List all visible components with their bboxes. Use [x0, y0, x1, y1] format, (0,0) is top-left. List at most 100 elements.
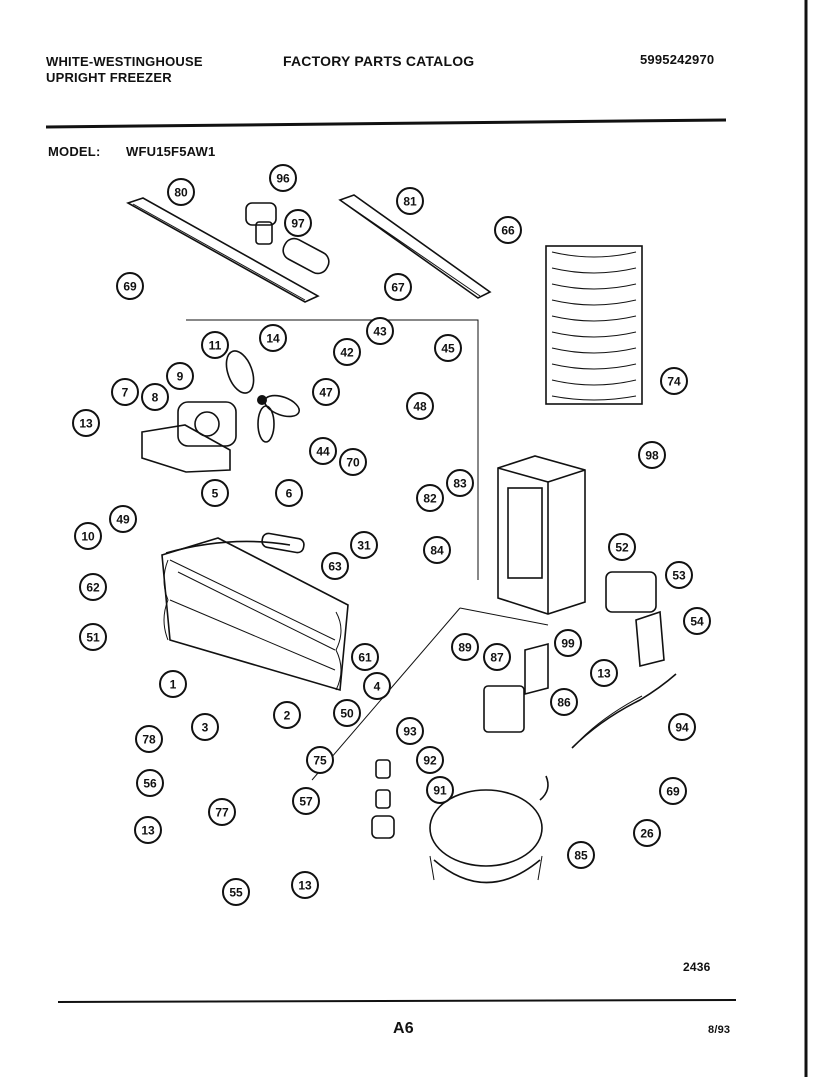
catalog-number: 5995242970	[640, 52, 715, 67]
fan-blade-11	[225, 350, 300, 443]
callout-label: 63	[328, 560, 342, 574]
callout-label: 1	[170, 678, 177, 692]
callout-label: 83	[453, 477, 467, 491]
callout-label: 13	[298, 879, 312, 893]
callout-label: 91	[433, 784, 447, 798]
callout-7: 7	[111, 378, 139, 406]
callout-98: 98	[638, 441, 666, 469]
callout-label: 13	[79, 417, 93, 431]
callout-96: 96	[269, 164, 297, 192]
callout-53: 53	[665, 561, 693, 589]
callout-44: 44	[309, 437, 337, 465]
callout-label: 56	[143, 777, 157, 791]
callout-label: 54	[690, 615, 704, 629]
callout-label: 67	[391, 281, 405, 295]
callout-label: 87	[490, 651, 504, 665]
top-rail-81	[338, 194, 492, 299]
callout-26: 26	[633, 819, 661, 847]
callout-89: 89	[451, 633, 479, 661]
model-value: WFU15F5AW1	[126, 144, 216, 159]
callout-93: 93	[396, 717, 424, 745]
callout-label: 43	[373, 325, 387, 339]
callout-47: 47	[312, 378, 340, 406]
condenser-1	[161, 537, 349, 692]
model-label: MODEL:	[48, 144, 101, 159]
callout-8: 8	[141, 383, 169, 411]
defrost-timer-52	[605, 571, 657, 613]
callout-61: 61	[351, 643, 379, 671]
callout-label: 82	[423, 492, 437, 506]
callout-label: 89	[458, 641, 472, 655]
callout-2: 2	[273, 701, 301, 729]
callout-49: 49	[109, 505, 137, 533]
callout-43: 43	[366, 317, 394, 345]
light-socket-96	[245, 202, 277, 245]
callout-67: 67	[384, 273, 412, 301]
callout-69: 69	[116, 272, 144, 300]
callout-91: 91	[426, 776, 454, 804]
callout-52: 52	[608, 533, 636, 561]
callout-57: 57	[292, 787, 320, 815]
brand-line-2: UPRIGHT FREEZER	[46, 70, 172, 85]
callout-78: 78	[135, 725, 163, 753]
callout-label: 55	[229, 886, 243, 900]
bracket-53	[635, 610, 665, 668]
callout-55: 55	[222, 878, 250, 906]
callout-label: 10	[81, 530, 95, 544]
top-rail-80	[126, 197, 320, 303]
callout-48: 48	[406, 392, 434, 420]
callout-92: 92	[416, 746, 444, 774]
callout-45: 45	[434, 334, 462, 362]
callout-label: 86	[557, 696, 571, 710]
callout-9: 9	[166, 362, 194, 390]
callout-label: 93	[403, 725, 417, 739]
callout-1: 1	[159, 670, 187, 698]
callout-77: 77	[208, 798, 236, 826]
callout-66: 66	[494, 216, 522, 244]
callout-label: 8	[152, 391, 159, 405]
callout-11: 11	[201, 331, 229, 359]
callout-14: 14	[259, 324, 287, 352]
callout-label: 6	[286, 487, 293, 501]
callout-label: 61	[358, 651, 372, 665]
callout-13: 13	[590, 659, 618, 687]
relay-87	[483, 685, 525, 733]
callout-label: 97	[291, 217, 305, 231]
motor-bracket-7	[141, 424, 231, 473]
callout-13: 13	[291, 871, 319, 899]
callout-label: 9	[177, 370, 184, 384]
drawing-number: 2436	[683, 960, 711, 974]
callout-94: 94	[668, 713, 696, 741]
callout-label: 42	[340, 346, 354, 360]
page-frame	[45, 0, 808, 1077]
callout-label: 99	[561, 637, 575, 651]
callout-label: 74	[667, 375, 681, 389]
compressor-85	[429, 775, 549, 884]
control-box-83	[497, 455, 586, 615]
callout-85: 85	[567, 841, 595, 869]
catalog-title: FACTORY PARTS CATALOG	[283, 53, 475, 69]
callout-label: 70	[346, 456, 360, 470]
callout-label: 45	[441, 342, 455, 356]
callout-label: 50	[340, 707, 354, 721]
revision-date: 8/93	[708, 1024, 731, 1036]
callout-label: 26	[640, 827, 654, 841]
fan-motor-9	[177, 401, 237, 447]
callout-label: 52	[615, 541, 629, 555]
callout-label: 96	[276, 172, 290, 186]
callout-81: 81	[396, 187, 424, 215]
callout-80: 80	[167, 178, 195, 206]
callout-13: 13	[72, 409, 100, 437]
callout-label: 94	[675, 721, 689, 735]
callout-86: 86	[550, 688, 578, 716]
callout-label: 2	[284, 709, 291, 723]
callout-87: 87	[483, 643, 511, 671]
callout-label: 85	[574, 849, 588, 863]
callout-69: 69	[659, 777, 687, 805]
callout-label: 57	[299, 795, 313, 809]
callout-label: 44	[316, 445, 330, 459]
callout-70: 70	[339, 448, 367, 476]
brand-line-1: WHITE-WESTINGHOUSE	[46, 54, 203, 69]
